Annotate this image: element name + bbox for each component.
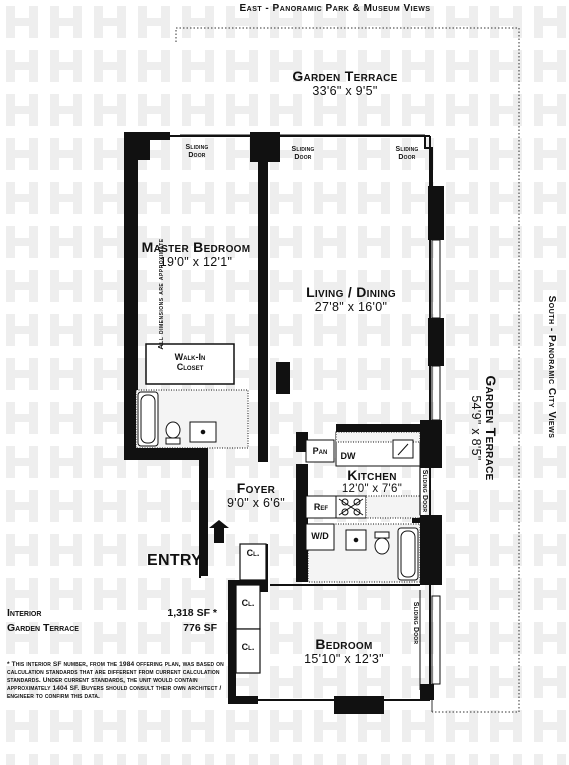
- disclaimer: * This interior SF number, from the 1984…: [7, 661, 224, 701]
- windows: [180, 134, 441, 685]
- closet-bed-2-label: Cl.: [241, 642, 255, 652]
- corner-detail: [412, 135, 433, 186]
- room-garden-terrace-east: Garden Terrace 54'9" x 8'5": [467, 363, 499, 493]
- refrigerator-label: Ref: [313, 502, 329, 512]
- room-garden-terrace-north: Garden Terrace 33'6" x 9'5": [260, 68, 430, 98]
- room-name: Garden Terrace: [483, 375, 499, 481]
- room-master-bedroom: Master Bedroom 19'0" x 12'1": [126, 239, 266, 269]
- sliding-door-line1: Sliding: [185, 144, 209, 151]
- walk-in-closet-label: Walk-In Closet: [146, 352, 234, 373]
- pantry-label: Pan: [312, 446, 328, 456]
- closets: [235, 543, 267, 674]
- sliding-door-bedroom: Sliding Door: [412, 601, 419, 645]
- room-dim: 19'0" x 12'1": [159, 255, 233, 270]
- closet-foyer-label: Cl.: [246, 548, 260, 558]
- area-row-terrace: Garden Terrace 776 SF: [7, 622, 217, 637]
- area-value: 776 SF: [183, 622, 217, 634]
- sliding-door-line1: Sliding: [291, 146, 315, 153]
- room-dim: 9'0" x 6'6": [227, 496, 285, 511]
- sliding-door-3: Sliding Door: [382, 146, 432, 162]
- walk-in-line1: Walk-In: [174, 352, 206, 362]
- sliding-door-2: Sliding Door: [278, 146, 328, 162]
- sliding-door-line2: Door: [398, 154, 416, 162]
- room-name: Master Bedroom: [141, 239, 251, 255]
- terrace-outline: [175, 27, 520, 713]
- second-bath: [305, 523, 421, 583]
- room-dim: 54'9" x 8'5": [468, 395, 483, 461]
- sliding-door-1: Sliding Door: [172, 144, 222, 160]
- room-living-dining: Living / Dining 27'8" x 16'0": [276, 284, 426, 314]
- room-dim: 12'0" x 7'6": [341, 483, 403, 496]
- room-name: Kitchen: [347, 467, 397, 483]
- room-dim: 15'10" x 12'3": [304, 652, 384, 667]
- sliding-door-line1: Sliding: [395, 146, 419, 153]
- sliding-door-line2: Door: [188, 152, 206, 160]
- room-dim: 33'6" x 9'5": [312, 84, 378, 99]
- room-dim: 27'8" x 16'0": [314, 300, 388, 315]
- washer-dryer-label: W/D: [311, 531, 329, 541]
- room-name: Bedroom: [315, 636, 373, 652]
- room-name: Garden Terrace: [292, 68, 398, 84]
- area-value: 1,318 SF *: [167, 607, 217, 619]
- room-name: Foyer: [236, 480, 276, 496]
- walk-in-line2: Closet: [176, 362, 204, 373]
- view-east-label: East - Panoramic Park & Museum Views: [239, 3, 431, 14]
- area-summary: Interior 1,318 SF * Garden Terrace 776 S…: [7, 607, 217, 637]
- walk-in-closet-outline: [145, 343, 235, 385]
- area-label: Interior: [7, 607, 42, 619]
- entry-label: ENTRY: [147, 552, 203, 569]
- master-bath: [135, 389, 249, 449]
- room-kitchen: Kitchen 12'0" x 7'6": [322, 467, 422, 496]
- area-label: Garden Terrace: [7, 622, 79, 634]
- room-name: Living / Dining: [306, 284, 396, 300]
- area-row-interior: Interior 1,318 SF *: [7, 607, 217, 622]
- room-foyer: Foyer 9'0" x 6'6": [212, 480, 300, 510]
- sliding-door-kitchen: Sliding Door: [421, 469, 428, 513]
- dishwasher-label: DW: [340, 451, 356, 461]
- room-bedroom: Bedroom 15'10" x 12'3": [284, 636, 404, 666]
- closet-bed-1-label: Cl.: [241, 598, 255, 608]
- view-south-label: South - Panoramic City Views: [546, 295, 557, 439]
- entry-arrow-icon: [209, 520, 229, 543]
- sliding-door-line2: Door: [294, 154, 312, 162]
